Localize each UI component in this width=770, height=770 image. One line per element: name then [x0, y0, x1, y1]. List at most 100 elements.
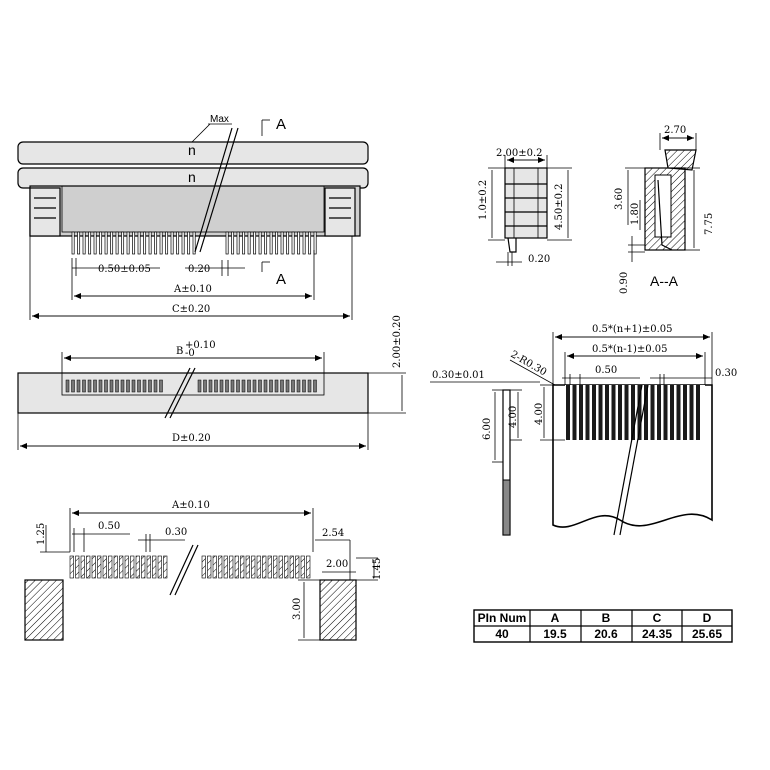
top-slot [252, 379, 257, 393]
top-slot [104, 379, 108, 393]
dim-side-left: 1.0±0.2 [478, 180, 489, 220]
fpc-contact [624, 385, 629, 440]
pcb-layout: A±0.10 0.50 0.30 1.25 2.54 2.00 1.45 3.0… [24, 500, 383, 641]
top-slot [76, 379, 81, 393]
top-slot [131, 379, 136, 393]
top-slot [241, 379, 246, 393]
table-cell-b: 20.6 [594, 627, 618, 641]
fpc-contact [631, 385, 635, 440]
dim-front-pitch: 0.50±0.05 [98, 264, 151, 275]
front-pins [71, 231, 317, 255]
top-slot [247, 379, 251, 393]
fpc-contacts [566, 385, 700, 440]
front-pin [77, 231, 81, 255]
front-pin [313, 231, 317, 255]
fpc-contact [683, 385, 687, 440]
front-pin [264, 231, 268, 255]
front-pin [242, 231, 246, 255]
fpc-contact [696, 385, 700, 440]
dim-fpc-thickness: 0.30±0.01 [432, 370, 485, 381]
front-pin [258, 231, 262, 255]
table-cell-a: 19.5 [543, 627, 567, 641]
fpc-contact [644, 385, 648, 440]
fpc-contact [572, 385, 577, 440]
pcb-mount-left [24, 579, 64, 641]
pcb-pad [102, 555, 107, 579]
fpc-contact [650, 385, 655, 440]
front-pin [308, 231, 312, 255]
front-pin [192, 231, 196, 255]
dim-fpc-radius: 2-R0.30 [509, 349, 549, 378]
dimension-table: PIn Num A B C D 40 19.5 20.6 24.35 25.65 [473, 609, 733, 643]
front-pin [181, 231, 185, 255]
top-slot [126, 379, 130, 393]
top-slot [71, 379, 75, 393]
front-pin [302, 231, 306, 255]
pcb-pad [218, 555, 223, 579]
top-slot [269, 379, 273, 393]
pcb-pad [157, 555, 162, 579]
dim-pcb-200: 2.00 [326, 559, 348, 570]
front-pin [88, 231, 92, 255]
dim-side-bottom: 0.20 [528, 254, 550, 265]
top-slot [214, 379, 218, 393]
fpc-contact [585, 385, 590, 440]
fpc-contact [611, 385, 616, 440]
dim-top-d: D±0.20 [172, 433, 211, 444]
top-slot [302, 379, 306, 393]
dim-pcb-300: 3.00 [292, 598, 303, 620]
actuator-top [17, 141, 369, 165]
section-view: 2.70 3.60 1.80 7.75 0.90 A--A [614, 125, 715, 294]
front-pin [104, 231, 108, 255]
pcb-pad [119, 555, 124, 579]
front-pin [269, 231, 273, 255]
fpc-contact [605, 385, 609, 440]
pcb-pad [135, 555, 140, 579]
dim-top-b: B [176, 346, 183, 357]
front-pin [225, 231, 229, 255]
dim-pcb-pitch: 0.50 [98, 521, 120, 532]
fpc-contact [689, 385, 694, 440]
side-body [504, 167, 548, 239]
top-slot [120, 379, 125, 393]
fpc-contact [579, 385, 583, 440]
front-pin [143, 231, 147, 255]
dim-fpc-outer: 0.5*(n+1)±0.05 [592, 324, 673, 335]
top-slot [159, 379, 163, 393]
pcb-pad [212, 555, 217, 579]
dim-fpc-inner: 0.5*(n-1)±0.05 [592, 344, 668, 355]
top-slot [137, 379, 141, 393]
table-header-b: B [602, 611, 611, 625]
dim-pcb-254: 2.54 [322, 528, 344, 539]
pcb-pad [278, 555, 283, 579]
top-slot [263, 379, 268, 393]
pcb-pad [234, 555, 239, 579]
top-slot [291, 379, 295, 393]
front-pin [93, 231, 97, 255]
dim-section-360: 3.60 [614, 188, 625, 210]
table-cell-c: 24.35 [642, 627, 672, 641]
pcb-pad [251, 555, 256, 579]
table-header-a: A [551, 611, 560, 625]
pcb-pad [113, 555, 118, 579]
front-pin [286, 231, 290, 255]
fpc-contact [618, 385, 622, 440]
pcb-pad [146, 555, 151, 579]
section-actuator [664, 149, 697, 171]
fpc-contact [676, 385, 681, 440]
front-pin [297, 231, 301, 255]
top-slot [274, 379, 279, 393]
section-label: A--A [650, 273, 679, 289]
pcb-pad [306, 555, 311, 579]
front-pin [176, 231, 180, 255]
dim-fpc-edge: 0.30 [715, 368, 737, 379]
top-slot [65, 379, 70, 393]
table-cell-pin: 40 [495, 627, 509, 641]
front-pin [121, 231, 125, 255]
pcb-pad [97, 555, 102, 579]
pcb-pad [108, 555, 113, 579]
top-slot [148, 379, 152, 393]
pcb-pad [130, 555, 135, 579]
front-pin [187, 231, 191, 255]
dim-side-right: 4.50±0.2 [554, 183, 565, 230]
